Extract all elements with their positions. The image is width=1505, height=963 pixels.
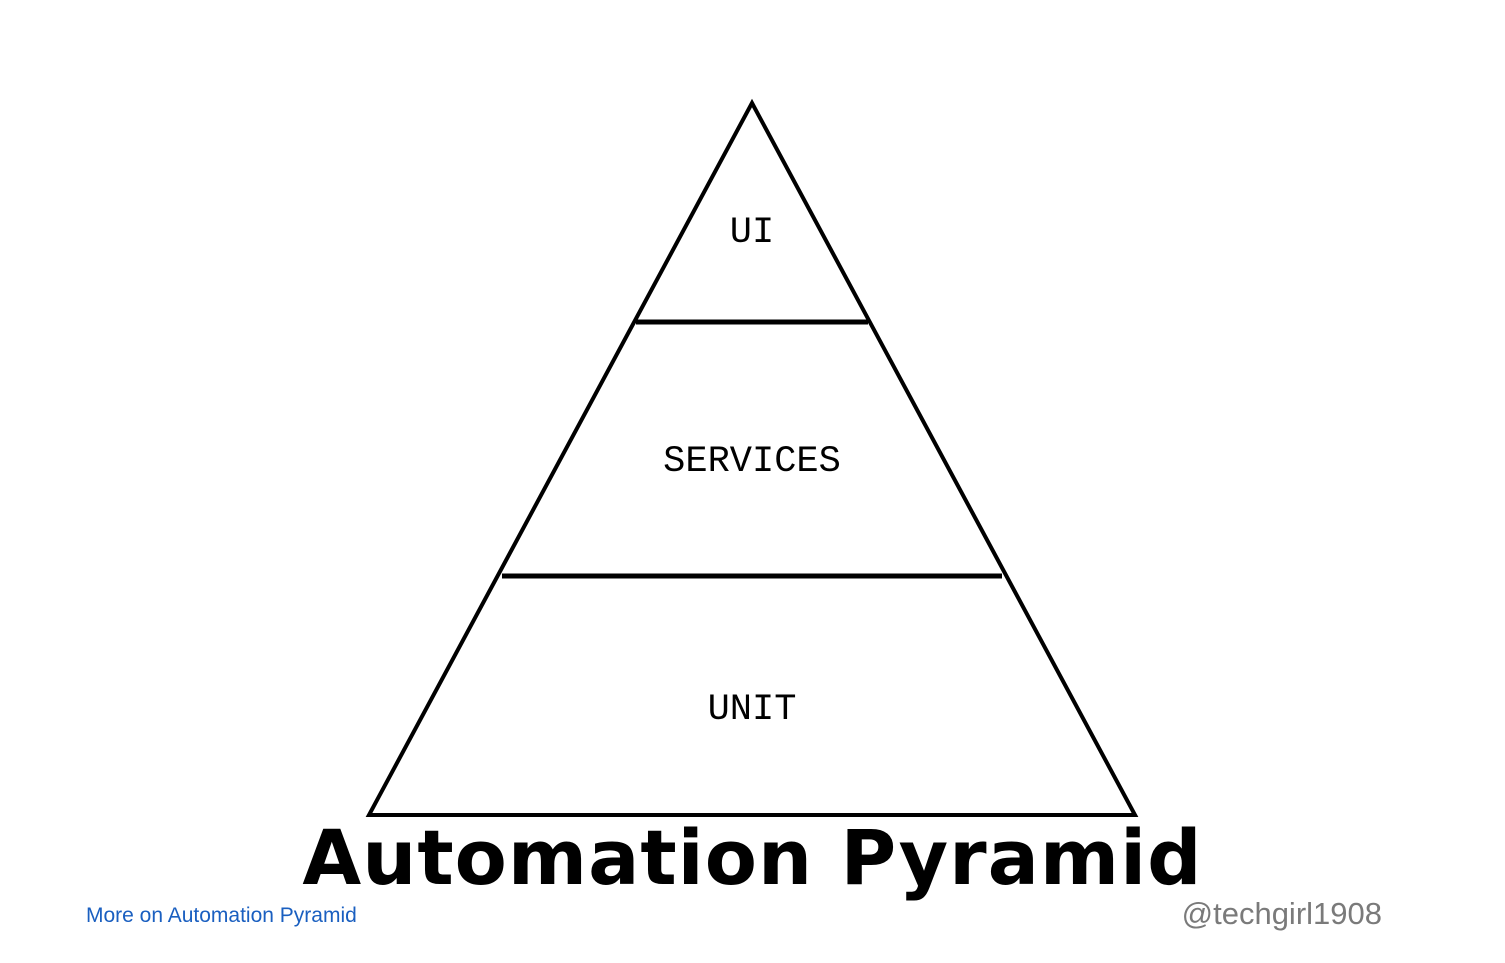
more-info-link[interactable]: More on Automation Pyramid [86, 904, 357, 927]
tier-label-ui: UI [730, 212, 774, 254]
tier-label-services: SERVICES [663, 441, 841, 483]
tier-label-unit: UNIT [708, 689, 797, 731]
diagram-title: Automation Pyramid [302, 813, 1203, 902]
author-handle: @techgirl1908 [1181, 896, 1382, 931]
pyramid-outline [365, 98, 1139, 817]
